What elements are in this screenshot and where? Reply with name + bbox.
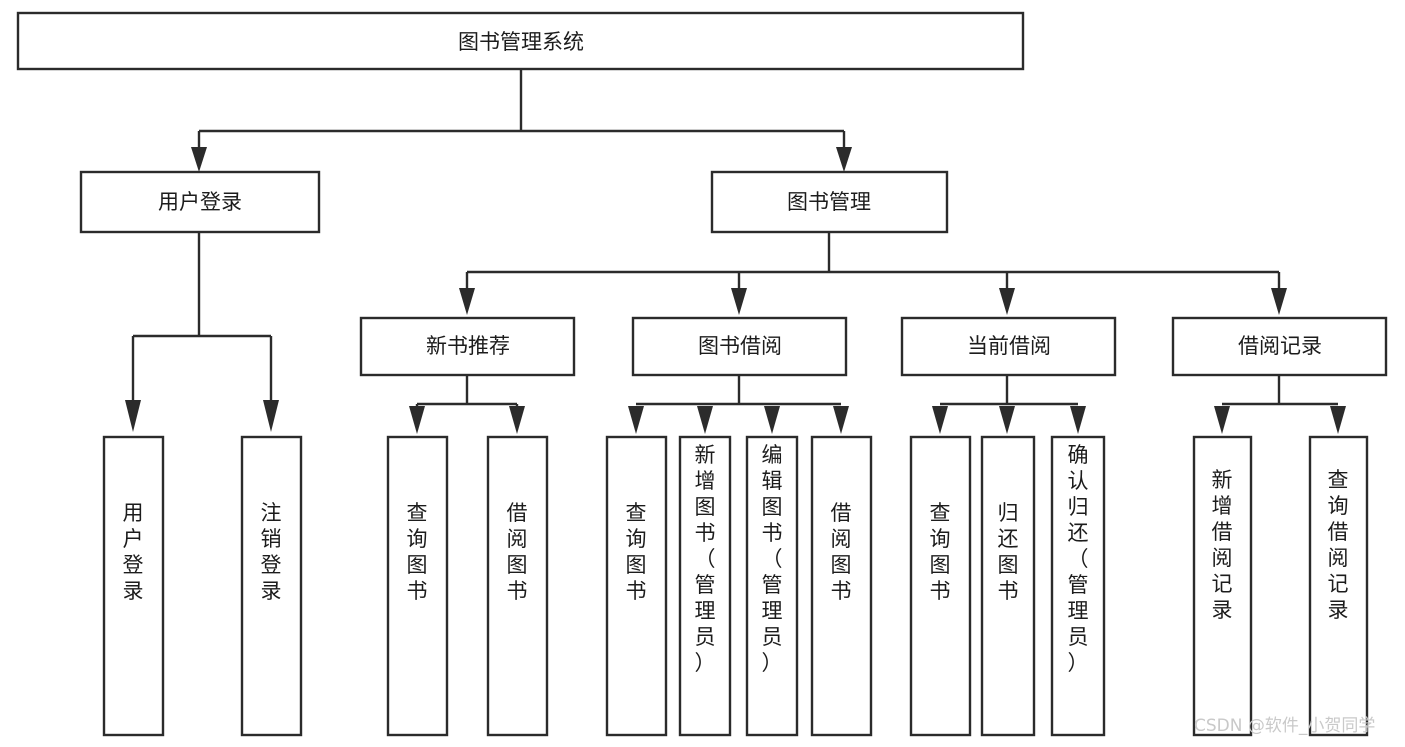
node-leaf-confirm-return-admin-box[interactable] bbox=[1050, 435, 1106, 737]
node-book-borrow-label: 图书借阅 bbox=[698, 334, 782, 358]
node-book-borrow-box[interactable] bbox=[631, 316, 848, 377]
node-current-borrow-label: 当前借阅 bbox=[967, 334, 1051, 358]
arrow-head-leaf-edit-book-admin bbox=[764, 406, 780, 434]
node-leaf-add-book-admin[interactable]: 新增图书（管理员） bbox=[678, 435, 732, 737]
node-leaf-borrow-book-2-box[interactable] bbox=[810, 435, 873, 737]
node-leaf-borrow-book-2-label: 借阅图书 bbox=[831, 501, 852, 603]
node-leaf-confirm-return-admin-label: 确认归还（管理员） bbox=[1068, 443, 1089, 675]
node-leaf-query-borrow-record[interactable]: 查询借阅记录 bbox=[1308, 435, 1369, 737]
node-book-management-label: 图书管理 bbox=[787, 190, 871, 214]
node-borrow-record-box[interactable] bbox=[1171, 316, 1388, 377]
node-book-borrow[interactable]: 图书借阅 bbox=[631, 316, 848, 377]
node-leaf-add-book-admin-label: 新增图书（管理员） bbox=[695, 443, 716, 675]
arrow-head-leaf-confirm-return-admin bbox=[1070, 406, 1086, 434]
node-borrow-record-label: 借阅记录 bbox=[1238, 334, 1322, 358]
arrow-head-leaf-add-book-admin bbox=[697, 406, 713, 434]
node-leaf-logout-login-label: 注销登录 bbox=[261, 501, 282, 603]
arrow-head-borrow-record bbox=[1271, 288, 1287, 315]
node-leaf-confirm-return-admin[interactable]: 确认归还（管理员） bbox=[1050, 435, 1106, 737]
node-leaf-borrow-book-1-box[interactable] bbox=[486, 435, 549, 737]
node-user-login-label: 用户登录 bbox=[158, 190, 242, 214]
csdn-watermark: CSDN @软件_小贺同学 bbox=[1194, 716, 1375, 736]
node-leaf-logout-login-box[interactable] bbox=[240, 435, 303, 737]
node-leaf-query-book-3-label: 查询图书 bbox=[930, 501, 951, 603]
node-leaf-query-book-3-box[interactable] bbox=[909, 435, 972, 737]
node-user-login-box[interactable] bbox=[79, 170, 321, 234]
node-leaf-query-book-2-label: 查询图书 bbox=[626, 501, 647, 603]
node-leaf-query-book-1-box[interactable] bbox=[386, 435, 449, 737]
node-root-box[interactable] bbox=[16, 11, 1025, 71]
arrow-head-leaf-query-book-2 bbox=[628, 406, 644, 434]
node-leaf-add-borrow-record-label: 新增借阅记录 bbox=[1212, 468, 1233, 622]
node-leaf-edit-book-admin[interactable]: 编辑图书（管理员） bbox=[745, 435, 799, 737]
arrow-head-book-borrow bbox=[731, 288, 747, 315]
node-leaf-user-login-box[interactable] bbox=[102, 435, 165, 737]
arrow-head-book-management bbox=[836, 147, 852, 172]
node-leaf-return-book[interactable]: 归还图书 bbox=[980, 435, 1036, 737]
node-leaf-add-book-admin-box[interactable] bbox=[678, 435, 732, 737]
node-leaf-borrow-book-1-label: 借阅图书 bbox=[507, 501, 528, 603]
node-leaf-return-book-box[interactable] bbox=[980, 435, 1036, 737]
node-leaf-edit-book-admin-box[interactable] bbox=[745, 435, 799, 737]
node-leaf-query-book-2[interactable]: 查询图书 bbox=[605, 435, 668, 737]
arrow-head-leaf-return-book bbox=[999, 406, 1015, 434]
arrow-head-leaf-query-book-3 bbox=[932, 406, 948, 434]
connector-layer bbox=[125, 69, 1346, 434]
arrow-head-leaf-query-book-1 bbox=[409, 406, 425, 434]
node-root[interactable]: 图书管理系统 bbox=[16, 11, 1025, 71]
node-leaf-edit-book-admin-label: 编辑图书（管理员） bbox=[762, 443, 783, 675]
arrow-head-new-book-recommend bbox=[459, 288, 475, 315]
node-leaf-query-book-1-label: 查询图书 bbox=[407, 501, 428, 603]
node-leaf-add-borrow-record[interactable]: 新增借阅记录 bbox=[1192, 435, 1253, 737]
node-leaf-add-borrow-record-box[interactable] bbox=[1192, 435, 1253, 737]
arrow-head-leaf-add-borrow-record bbox=[1214, 406, 1230, 434]
node-leaf-query-book-1[interactable]: 查询图书 bbox=[386, 435, 449, 737]
arrow-head-leaf-query-borrow-record bbox=[1330, 406, 1346, 434]
node-leaf-query-book-3[interactable]: 查询图书 bbox=[909, 435, 972, 737]
node-leaf-borrow-book-2[interactable]: 借阅图书 bbox=[810, 435, 873, 737]
node-leaf-query-borrow-record-label: 查询借阅记录 bbox=[1328, 468, 1349, 622]
node-layer: 图书管理系统 用户登录 图书管理 新书推荐 图书借阅 bbox=[16, 11, 1388, 737]
node-leaf-user-login[interactable]: 用户登录 bbox=[102, 435, 165, 737]
node-current-borrow[interactable]: 当前借阅 bbox=[900, 316, 1117, 377]
node-new-book-recommend[interactable]: 新书推荐 bbox=[359, 316, 576, 377]
node-new-book-recommend-box[interactable] bbox=[359, 316, 576, 377]
node-new-book-recommend-label: 新书推荐 bbox=[426, 334, 510, 358]
node-borrow-record[interactable]: 借阅记录 bbox=[1171, 316, 1388, 377]
arrow-head-leaf-user-login bbox=[125, 400, 141, 432]
node-book-management-box[interactable] bbox=[710, 170, 949, 234]
node-leaf-borrow-book-1[interactable]: 借阅图书 bbox=[486, 435, 549, 737]
node-root-label: 图书管理系统 bbox=[458, 30, 584, 54]
arrow-head-leaf-borrow-book-2 bbox=[833, 406, 849, 434]
node-book-management[interactable]: 图书管理 bbox=[710, 170, 949, 234]
node-user-login[interactable]: 用户登录 bbox=[79, 170, 321, 234]
arrow-head-user-login bbox=[191, 147, 207, 172]
node-leaf-logout-login[interactable]: 注销登录 bbox=[240, 435, 303, 737]
node-current-borrow-box[interactable] bbox=[900, 316, 1117, 377]
arrow-head-leaf-borrow-book-1 bbox=[509, 406, 525, 434]
node-leaf-return-book-label: 归还图书 bbox=[998, 501, 1019, 603]
node-leaf-user-login-label: 用户登录 bbox=[123, 501, 144, 603]
node-leaf-query-borrow-record-box[interactable] bbox=[1308, 435, 1369, 737]
arrow-head-current-borrow bbox=[999, 288, 1015, 315]
node-leaf-query-book-2-box[interactable] bbox=[605, 435, 668, 737]
arrow-head-leaf-logout-login bbox=[263, 400, 279, 432]
